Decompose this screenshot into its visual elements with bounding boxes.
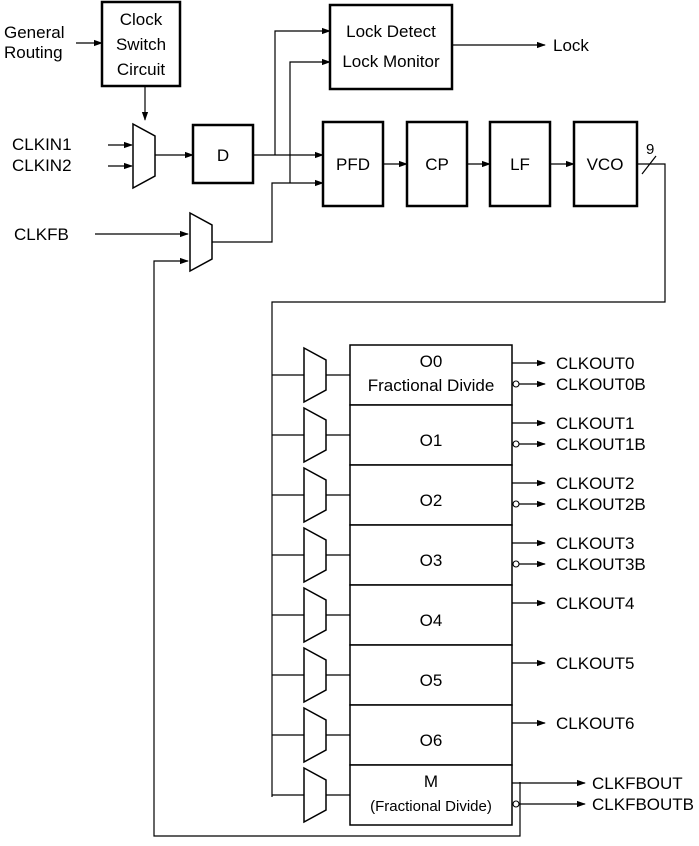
cp-label: CP	[425, 155, 449, 174]
output-label-o0: CLKOUT0	[556, 354, 634, 373]
divider-label-o1: O1	[420, 431, 443, 450]
feedback-to-lock-monitor-arrow	[289, 58, 331, 183]
bus-width-slash	[641, 155, 657, 175]
output-label-o4: CLKOUT4	[556, 594, 634, 613]
lock-monitor-label: Lock Monitor	[342, 52, 440, 71]
divider-label-o4: O4	[420, 611, 443, 630]
divider-block-o4	[349, 584, 513, 646]
divider-label-o0: O0	[420, 352, 443, 371]
input-mux	[132, 122, 156, 190]
clock-switch-label-line1: Clock	[120, 10, 163, 29]
inverted-output-label-o1: CLKOUT1B	[556, 435, 646, 454]
clkin1-label: CLKIN1	[12, 135, 72, 154]
d-divider-label: D	[217, 146, 229, 165]
lf-label: LF	[510, 155, 530, 174]
lf-block	[488, 120, 552, 208]
general-routing-label-line2: Routing	[4, 43, 63, 62]
cp-block	[405, 120, 469, 208]
output-label-m: CLKFBOUT	[592, 774, 683, 793]
pfd-block	[321, 120, 385, 208]
output-label-o1: CLKOUT1	[556, 414, 634, 433]
vco-label: VCO	[587, 155, 624, 174]
divider-block-o2	[349, 464, 513, 526]
divider-label-o2: O2	[420, 491, 443, 510]
inverted-output-bubble-o1	[512, 440, 520, 448]
pfd-label: PFD	[336, 155, 370, 174]
divider-block-m	[349, 764, 513, 826]
feedback-to-pfd-arrow	[212, 179, 324, 243]
clock-switch-label-line2: Switch	[116, 35, 166, 54]
divider-mux-o0	[303, 346, 327, 404]
divider-block-o3	[349, 524, 513, 586]
vco-output-bus	[271, 163, 666, 797]
clock-switch-block	[100, 0, 182, 88]
general-routing-label-line1: General	[4, 23, 64, 42]
divider-mux-m	[303, 766, 327, 824]
inverted-output-bubble-m	[512, 800, 520, 808]
divider-block-o6	[349, 704, 513, 766]
divider-mux-o2	[303, 466, 327, 524]
output-label-o5: CLKOUT5	[556, 654, 634, 673]
clock-switch-label-line3: Circuit	[117, 60, 165, 79]
divider-block-o5	[349, 644, 513, 706]
divider-mux-o5	[303, 646, 327, 704]
output-label-o2: CLKOUT2	[556, 474, 634, 493]
divider-label-o6: O6	[420, 731, 443, 750]
inverted-output-label-o0: CLKOUT0B	[556, 375, 646, 394]
divider-mux-o4	[303, 586, 327, 644]
feedback-mux	[189, 211, 213, 273]
divider-mux-o6	[303, 706, 327, 764]
inverted-output-bubble-o0	[512, 380, 520, 388]
inverted-output-label-m: CLKFBOUTB	[592, 795, 694, 814]
bus-width-label: 9	[646, 141, 654, 158]
divider-mux-o1	[303, 406, 327, 464]
divider-mux-o3	[303, 526, 327, 584]
lock-detect-block	[328, 3, 454, 91]
divider-label-m: M	[424, 772, 438, 791]
d-divider-block	[191, 123, 255, 185]
lock-output-label: Lock	[553, 36, 589, 55]
inverted-output-label-o3: CLKOUT3B	[556, 555, 646, 574]
divider-sublabel-o0: Fractional Divide	[368, 376, 495, 395]
output-label-o3: CLKOUT3	[556, 534, 634, 553]
divider-sublabel-m: (Fractional Divide)	[370, 798, 492, 815]
inverted-output-label-o2: CLKOUT2B	[556, 495, 646, 514]
clkfb-label: CLKFB	[14, 225, 69, 244]
clkin2-label: CLKIN2	[12, 156, 72, 175]
divider-block-o0	[349, 344, 513, 406]
inverted-output-bubble-o3	[512, 560, 520, 568]
vco-block	[572, 120, 639, 208]
lock-detect-label: Lock Detect	[346, 22, 436, 41]
divider-block-o1	[349, 404, 513, 466]
divider-label-o5: O5	[420, 671, 443, 690]
divider-label-o3: O3	[420, 551, 443, 570]
output-label-o6: CLKOUT6	[556, 714, 634, 733]
d-to-lock-detect-arrow	[274, 27, 331, 155]
clkfbout-feedback-path	[153, 257, 521, 837]
inverted-output-bubble-o2	[512, 500, 520, 508]
